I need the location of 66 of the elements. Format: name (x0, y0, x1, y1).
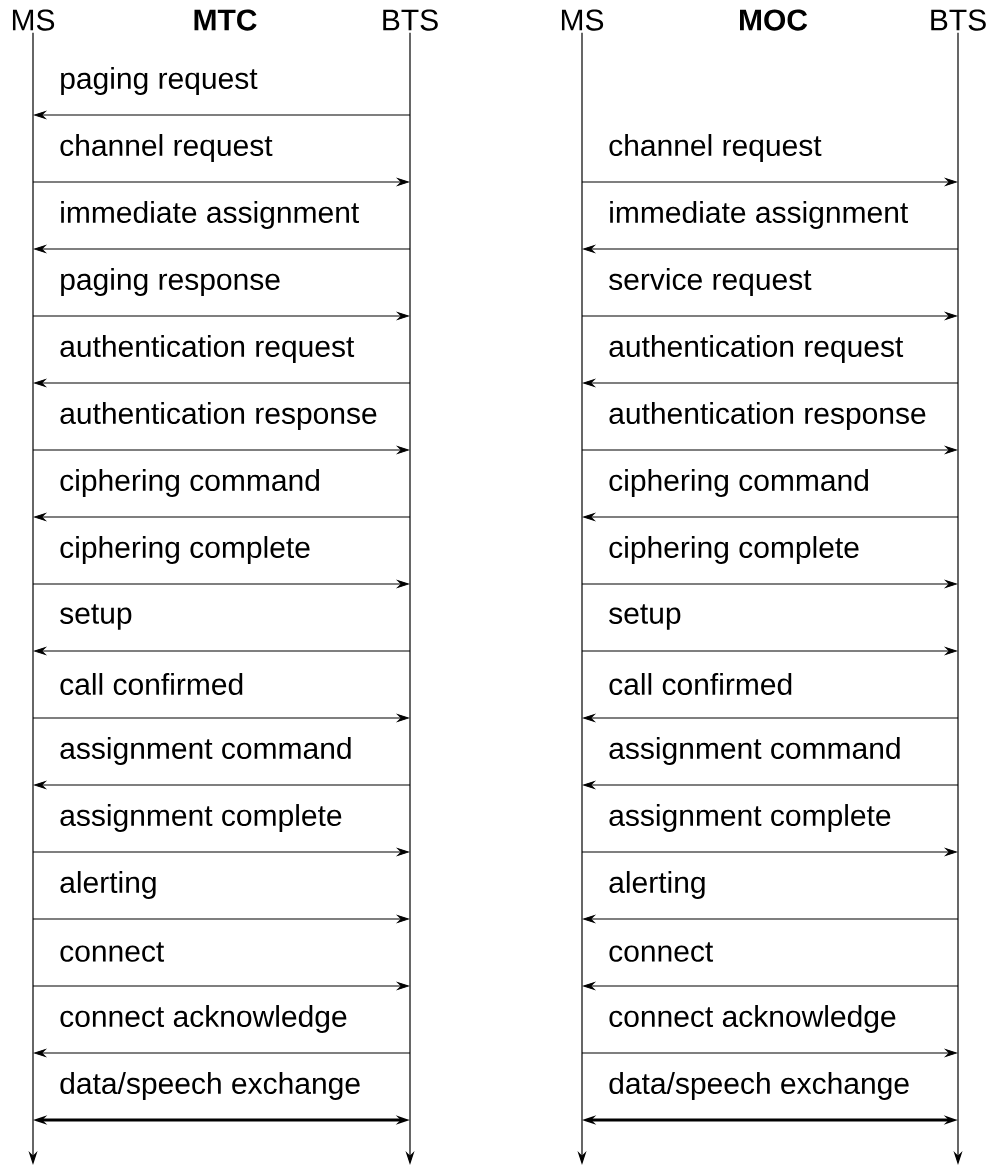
edge-label: authentication request (60, 335, 355, 363)
message-arrow (581, 312, 957, 320)
edge-label: ciphering command (609, 469, 868, 497)
message-arrow (583, 513, 959, 521)
message-arrow (583, 245, 959, 253)
edge-label: connect (60, 942, 165, 962)
message-arrow (34, 781, 411, 789)
message-arrow (581, 848, 957, 856)
edge-label: setup (60, 604, 132, 630)
edge-label: authentication response (609, 402, 926, 430)
diagram-heading: MOC (740, 9, 808, 31)
edge-label: call confirmed (609, 673, 792, 696)
node-label: BTS (931, 9, 986, 31)
edge-label: channel request (60, 134, 273, 162)
node-label: MS (12, 9, 55, 31)
message-arrow (583, 915, 959, 923)
diagram-heading: MTC (194, 9, 257, 31)
edge-label: assignment complete (60, 804, 342, 832)
edge-label: authentication request (609, 335, 904, 363)
message-arrow (34, 513, 411, 521)
edge-label: setup (609, 604, 681, 630)
node-label: MS (561, 9, 604, 31)
edge-label: connect acknowledge (60, 1005, 347, 1033)
edge-label: assignment complete (609, 804, 891, 832)
edge-label: assignment command (609, 737, 900, 765)
edge-label: data/speech exchange (609, 1072, 909, 1100)
edge-label: assignment command (60, 737, 351, 765)
message-arrow (583, 982, 959, 990)
message-arrow (32, 714, 409, 722)
message-arrow (34, 111, 411, 119)
message-arrow (34, 1049, 411, 1057)
edge-label: immediate assignment (610, 201, 908, 229)
message-arrow (581, 647, 957, 655)
edge-label: ciphering complete (60, 536, 310, 564)
message-arrow (32, 580, 409, 588)
edge-label: alerting (60, 871, 156, 899)
message-arrow (583, 781, 959, 789)
edge-label: authentication response (60, 402, 377, 430)
edge-label: alerting (609, 871, 705, 899)
message-arrow (32, 848, 409, 856)
edge-label: connect acknowledge (609, 1005, 896, 1033)
edge-label: ciphering complete (609, 536, 859, 564)
edge-label: service request (609, 268, 812, 296)
message-arrow (32, 982, 409, 990)
edge-label: call confirmed (60, 673, 243, 696)
edge-label: paging request (61, 67, 258, 95)
message-arrow (34, 379, 411, 387)
message-arrow (581, 178, 957, 186)
message-arrow (34, 245, 411, 253)
edge-label: paging response (61, 268, 280, 296)
message-arrow (581, 580, 957, 588)
message-arrow (32, 446, 409, 454)
edge-label: ciphering command (60, 469, 319, 497)
message-arrow (32, 178, 409, 186)
message-arrow (581, 1049, 957, 1057)
message-arrow (583, 714, 959, 722)
message-arrow (581, 446, 957, 454)
message-arrow (34, 647, 411, 655)
edge-label: data/speech exchange (60, 1072, 360, 1100)
edge-label: connect (609, 942, 714, 962)
edge-label: immediate assignment (61, 201, 359, 229)
node-label: BTS (383, 9, 438, 31)
message-arrow (32, 915, 409, 923)
edge-label: channel request (609, 134, 822, 162)
message-arrow (583, 379, 959, 387)
message-arrow (32, 312, 409, 320)
